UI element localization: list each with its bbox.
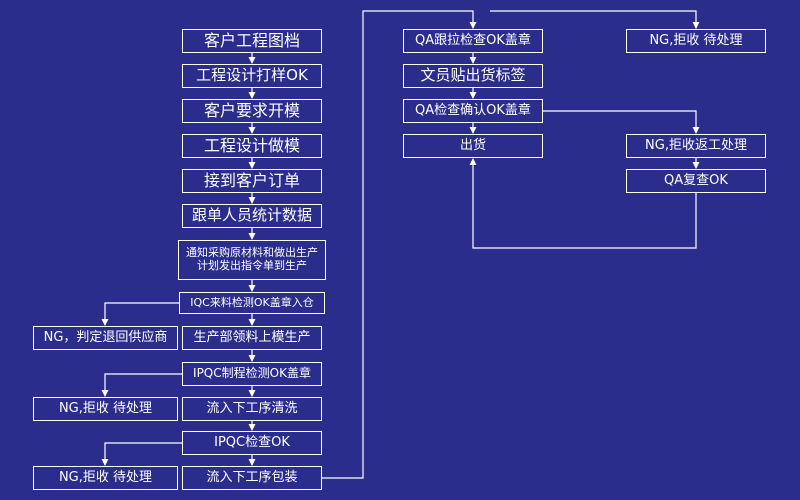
arrow-ipqc-to-ng — [101, 373, 182, 397]
arrow-iqc-to-ng — [101, 302, 179, 326]
arrow-qa-confirm-to-rework — [543, 110, 700, 134]
step-qa-line-ng: NG,拒收 待处理 — [626, 29, 766, 53]
step-ipqc-check: IPQC检查OK — [182, 431, 322, 455]
step-iqc: IQC来料检测OK盖章入仓 — [179, 292, 325, 314]
step-merchandiser-stats: 跟单人员统计数据 — [182, 204, 322, 228]
step-cleaning: 流入下工序清洗 — [182, 397, 322, 421]
arrow-packing-to-qa-line — [322, 10, 477, 479]
step-engineering-mold: 工程设计做模 — [182, 134, 322, 158]
step-ship: 出货 — [403, 134, 543, 158]
step-rework: NG,拒收返工处理 — [626, 134, 766, 158]
step-receive-order: 接到客户订单 — [182, 169, 322, 193]
step-production-mold: 生产部领料上模生产 — [182, 326, 322, 350]
step-qa-line-check: QA跟拉检查OK盖章 — [403, 29, 543, 53]
arrow-ipqc-check-to-ng — [101, 442, 182, 466]
step-customer-drawing: 客户工程图档 — [182, 29, 322, 53]
step-notify-purchase: 通知采购原材料和做出生产计划发出指令单到生产 — [178, 240, 326, 280]
step-ipqc-check-ng: NG,拒收 待处理 — [33, 466, 178, 490]
step-ipqc-process: IPQC制程检测OK盖章 — [182, 362, 322, 386]
step-iqc-ng: NG，判定退回供应商 — [33, 326, 178, 350]
step-packing: 流入下工序包装 — [182, 466, 322, 490]
step-ipqc-ng: NG,拒收 待处理 — [33, 397, 178, 421]
step-engineering-sample: 工程设计打样OK — [182, 64, 322, 88]
step-qa-recheck: QA复查OK — [626, 169, 766, 193]
arrow-recheck-to-ship — [469, 158, 697, 249]
step-customer-mold-request: 客户要求开模 — [182, 99, 322, 123]
step-qa-confirm: QA检查确认OK盖章 — [403, 99, 543, 123]
step-clerk-label: 文员贴出货标签 — [403, 64, 543, 88]
arrow-qa-line-to-ng — [490, 10, 700, 29]
